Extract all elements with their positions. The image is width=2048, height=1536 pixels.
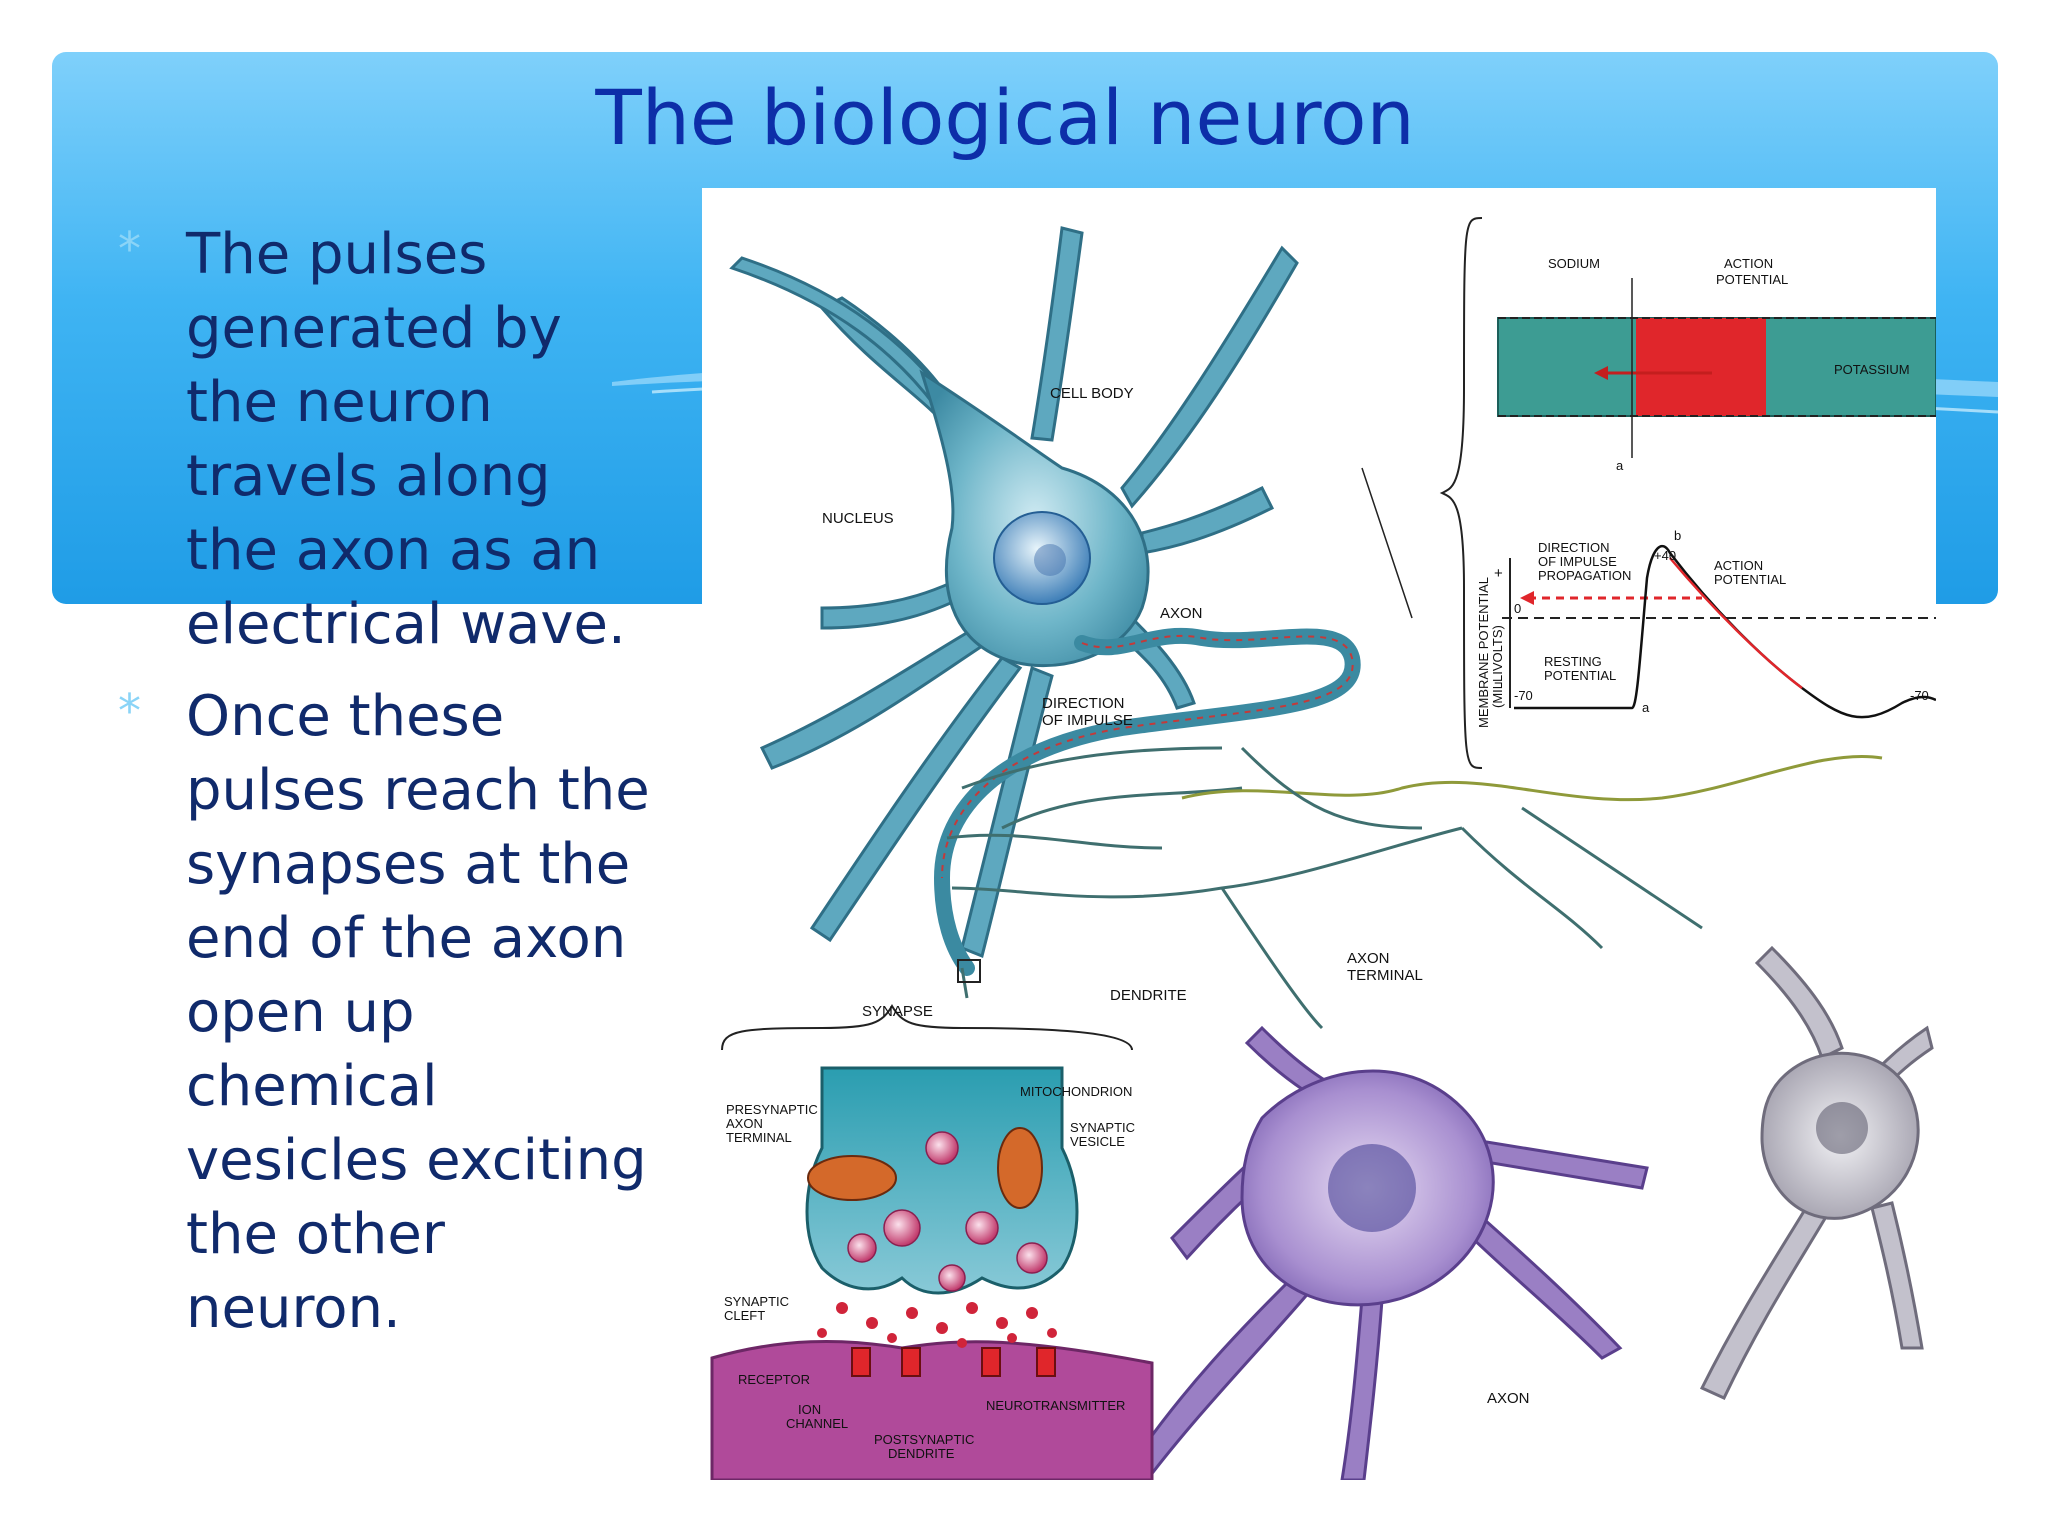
label-propagation-2: OF IMPULSE [1538, 554, 1617, 569]
bullet-line: pulses reach the [186, 758, 650, 823]
label-presynaptic-2: AXON [726, 1116, 763, 1131]
label-propagation-3: PROPAGATION [1538, 568, 1631, 583]
label-sodium: SODIUM [1548, 256, 1600, 271]
bullet-line: the other [186, 1202, 445, 1267]
bullet-star-icon: * [118, 222, 141, 276]
label-neurotransmitter: NEUROTRANSMITTER [986, 1398, 1125, 1413]
label-minus-70-left: -70 [1514, 688, 1533, 703]
bullet-line: the axon as an [186, 518, 601, 583]
label-propagation-1: DIRECTION [1538, 540, 1610, 555]
synaptic-vesicles [847, 1131, 1048, 1292]
bullet-line: the neuron [186, 370, 493, 435]
bullet-line: electrical wave. [186, 592, 626, 657]
purple-neuron [1119, 1025, 1649, 1482]
bullet-line: Once these [186, 684, 505, 749]
bracket-top-right [1439, 217, 1483, 769]
label-axon-bottom: AXON [1487, 1390, 1530, 1407]
bullet-line: neuron. [186, 1276, 401, 1341]
label-resting-1: RESTING [1544, 654, 1602, 669]
label-resting-2: POTENTIAL [1544, 668, 1616, 683]
label-action-potential-top-2: POTENTIAL [1716, 272, 1788, 287]
label-zero: 0 [1514, 601, 1521, 616]
neuron-figure: CELL BODY NUCLEUS AXON DIRECTION OF IMPU… [702, 188, 1937, 1482]
synapse-marker-box [957, 959, 981, 983]
bullet-line: end of the axon [186, 906, 627, 971]
bullet-star-icon: * [118, 684, 141, 738]
label-direction-1: DIRECTION [1042, 695, 1125, 712]
bullet-line: generated by [186, 296, 562, 361]
label-cell-body: CELL BODY [1050, 385, 1134, 402]
label-plus-40: +40 [1654, 548, 1676, 563]
axon-terminal-branches [946, 746, 1883, 1030]
neuron-diagram: CELL BODY NUCLEUS AXON DIRECTION OF IMPU… [710, 217, 1937, 1482]
label-synaptic-vesicle-2: VESICLE [1070, 1134, 1125, 1149]
mitochondrion-right [997, 1127, 1043, 1209]
label-action-potential-top-1: ACTION [1724, 256, 1773, 271]
label-potassium: POTASSIUM [1834, 362, 1910, 377]
bullet-line: The pulses [186, 222, 488, 287]
label-synaptic-cleft-2: CLEFT [724, 1308, 765, 1323]
label-direction-2: OF IMPULSE [1042, 712, 1133, 729]
gray-nucleus [1816, 1102, 1868, 1154]
bullet-2-text: Once these pulses reach the synapses at … [186, 680, 786, 1346]
bullet-line: open up [186, 980, 415, 1045]
gray-neuron [1699, 945, 1934, 1400]
label-minus-sign: − [1494, 675, 1503, 692]
label-ion-channel-2: CHANNEL [786, 1416, 848, 1431]
mitochondrion-left [807, 1155, 897, 1201]
slide-title: The biological neuron [595, 73, 1415, 162]
label-minus-70-right: -70 [1910, 688, 1929, 703]
bullet-line: synapses at the [186, 832, 631, 897]
label-axon-terminal-2: TERMINAL [1347, 967, 1423, 984]
label-synapse: SYNAPSE [862, 1003, 933, 1020]
label-dendrite: DENDRITE [1110, 987, 1187, 1004]
purple-nucleus [1328, 1144, 1416, 1232]
neurotransmitters [817, 1302, 1057, 1348]
label-point-a-top: a [1616, 458, 1624, 473]
nucleus [993, 511, 1091, 605]
bullet-line: vesicles exciting [186, 1128, 647, 1193]
label-postsynaptic-1: POSTSYNAPTIC [874, 1432, 974, 1447]
label-point-a-graph: a [1642, 700, 1650, 715]
bracket-synapse [721, 1004, 1133, 1051]
bullet-line: chemical [186, 1054, 438, 1119]
label-nucleus: NUCLEUS [822, 510, 894, 527]
label-axon: AXON [1160, 605, 1203, 622]
presynaptic-terminal [805, 1066, 1079, 1295]
label-plus-sign: + [1494, 565, 1503, 582]
label-action-potential-graph-2: POTENTIAL [1714, 572, 1786, 587]
label-presynaptic-1: PRESYNAPTIC [726, 1102, 818, 1117]
bullet-1-text: The pulses generated by the neuron trave… [186, 218, 786, 662]
action-potential-region [1636, 318, 1766, 416]
label-postsynaptic-2: DENDRITE [888, 1446, 955, 1461]
label-action-potential-graph-1: ACTION [1714, 558, 1763, 573]
label-synaptic-vesicle-1: SYNAPTIC [1070, 1120, 1135, 1135]
label-ion-channel-1: ION [798, 1402, 821, 1417]
label-mitochondrion: MITOCHONDRION [1020, 1084, 1132, 1099]
label-presynaptic-3: TERMINAL [726, 1130, 792, 1145]
label-receptor: RECEPTOR [738, 1372, 810, 1387]
receptors [851, 1347, 1056, 1377]
label-membrane-potential-1: MEMBRANE POTENTIAL [1476, 577, 1491, 728]
label-axon-terminal-1: AXON [1347, 950, 1390, 967]
label-synaptic-cleft-1: SYNAPTIC [724, 1294, 789, 1309]
bullet-line: travels along [186, 444, 551, 509]
label-point-b: b [1674, 528, 1681, 543]
figure-labels: CELL BODY NUCLEUS AXON DIRECTION OF IMPU… [724, 256, 1929, 1461]
label-membrane-potential-2: (MILLIVOLTS) [1490, 625, 1505, 708]
